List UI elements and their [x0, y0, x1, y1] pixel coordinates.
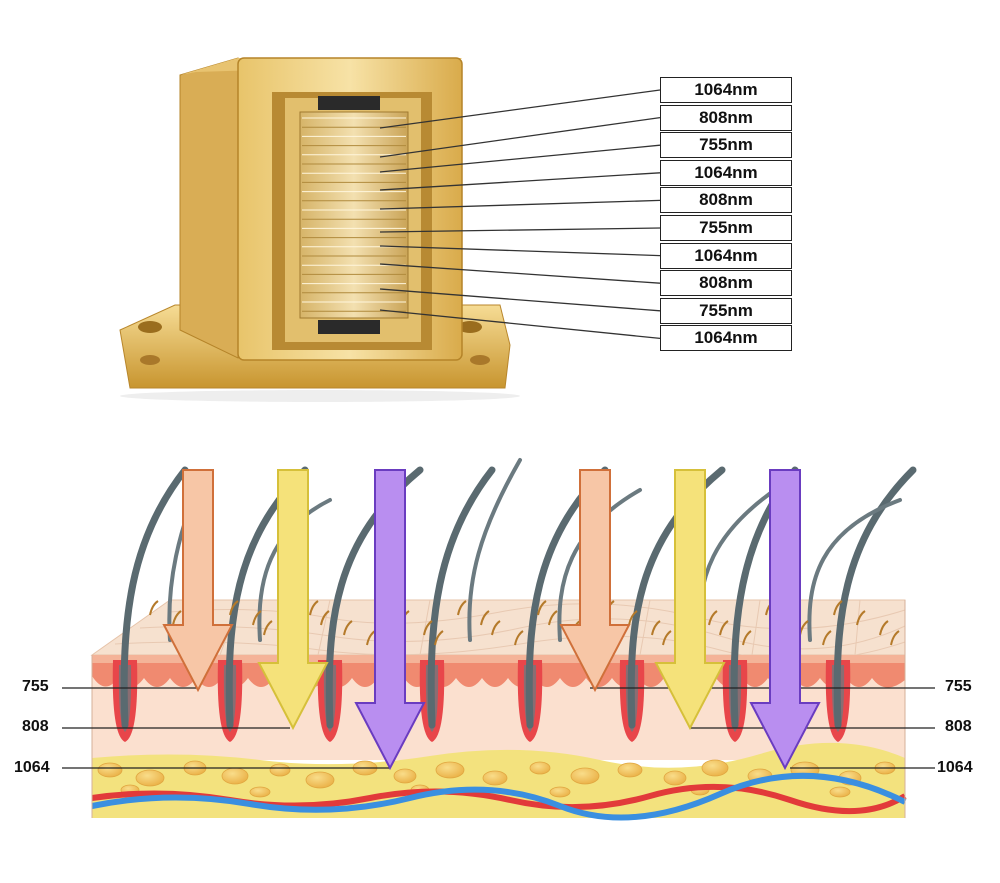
wavelength-label: 1064nm [660, 243, 792, 269]
wavelength-label: 755nm [660, 215, 792, 241]
depth-label-right-755: 755 [945, 678, 972, 696]
wavelength-label: 1064nm [660, 77, 792, 103]
wavelength-label: 1064nm [660, 160, 792, 186]
wavelength-label: 808nm [660, 105, 792, 131]
depth-label-left-1064: 1064 [14, 759, 50, 777]
wavelength-label: 1064nm [660, 325, 792, 351]
fat-cell [250, 787, 270, 797]
fat-cell [530, 762, 550, 774]
depth-label-right-808: 808 [945, 718, 972, 736]
fat-cell [394, 769, 416, 783]
fat-cell [618, 763, 642, 777]
base-shadow [120, 390, 520, 402]
mounting-hole [138, 321, 162, 333]
wavelength-label: 808nm [660, 187, 792, 213]
diode-bar-stack [300, 112, 408, 318]
bottom-clamp [318, 320, 380, 334]
wavelength-label: 755nm [660, 298, 792, 324]
fat-cell [136, 770, 164, 786]
fat-cell [571, 768, 599, 784]
fat-cell [664, 771, 686, 785]
fat-cell [830, 787, 850, 797]
mounting-hole [140, 355, 160, 365]
fat-cell [306, 772, 334, 788]
depth-label-right-1064: 1064 [937, 759, 973, 777]
fat-cell [98, 763, 122, 777]
mounting-hole [470, 355, 490, 365]
fat-cell [702, 760, 728, 776]
fat-cell [436, 762, 464, 778]
fat-cell [483, 771, 507, 785]
module-side [180, 58, 238, 358]
wavelength-label: 755nm [660, 132, 792, 158]
depth-label-left-755: 755 [22, 678, 49, 696]
wavelength-label: 808nm [660, 270, 792, 296]
fat-cell [550, 787, 570, 797]
depth-label-left-808: 808 [22, 718, 49, 736]
fat-cell [222, 768, 248, 784]
fat-cell [270, 764, 290, 776]
top-clamp [318, 96, 380, 110]
laser-module [120, 58, 520, 402]
